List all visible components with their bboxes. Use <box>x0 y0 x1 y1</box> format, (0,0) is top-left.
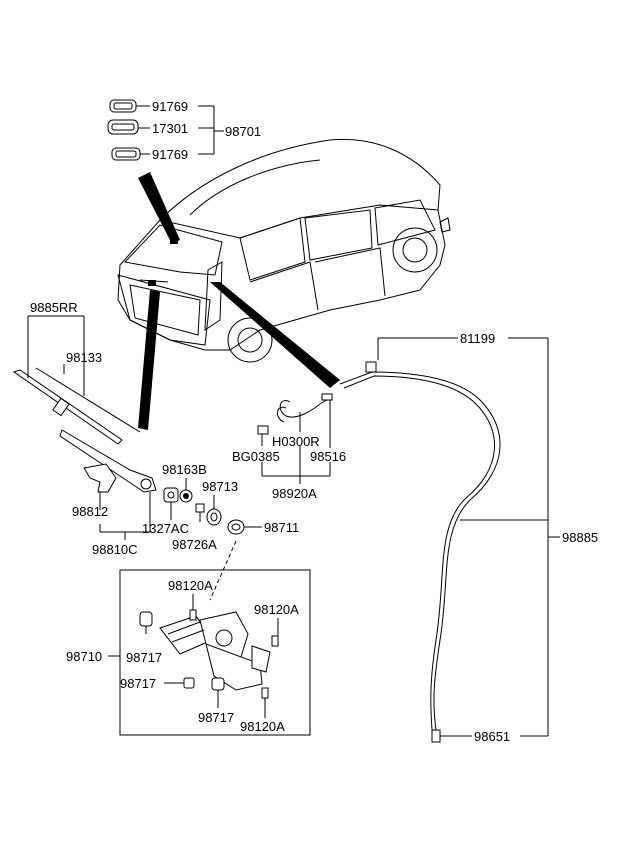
nozzle-parts <box>107 99 141 161</box>
label-98651: 98651 <box>474 729 510 744</box>
label-98133: 98133 <box>66 350 102 365</box>
label-98717-c: 98717 <box>198 710 234 725</box>
wiper-motor-assembly <box>139 609 279 699</box>
label-81199: 81199 <box>460 331 495 346</box>
nut-and-washer-parts <box>163 487 245 535</box>
label-98726a: 98726A <box>172 537 217 552</box>
label-98120a-bottom: 98120A <box>240 719 285 734</box>
label-98701: 98701 <box>225 124 261 139</box>
wiper-blade-and-arm <box>12 367 157 493</box>
callout-wedges <box>138 172 340 430</box>
label-98812: 98812 <box>72 504 108 519</box>
label-98120a-right: 98120A <box>254 602 299 617</box>
washer-hose <box>257 361 501 743</box>
label-98717-a: 98717 <box>126 650 162 665</box>
label-9885rr: 9885RR <box>30 300 78 315</box>
label-98516: 98516 <box>310 449 346 464</box>
label-h0300r: H0300R <box>272 434 320 449</box>
label-91769-bottom: 91769 <box>152 147 188 162</box>
label-98920a: 98920A <box>272 486 317 501</box>
label-98120a-top: 98120A <box>168 578 213 593</box>
wiper-leader-lines <box>27 315 151 540</box>
wiper-motor-box <box>108 540 311 736</box>
label-1327ac: 1327AC <box>142 521 189 536</box>
label-98717-b: 98717 <box>120 676 156 691</box>
label-98163b: 98163B <box>162 462 207 477</box>
hose-leader-lines <box>261 337 560 737</box>
label-17301: 17301 <box>152 121 188 136</box>
label-98713: 98713 <box>202 479 238 494</box>
hatchback-car-illustration <box>117 138 451 363</box>
label-bg0385: BG0385 <box>232 449 280 464</box>
motor-leader-lines <box>145 594 279 718</box>
nut-leader-lines <box>170 478 262 528</box>
label-98711: 98711 <box>264 520 299 535</box>
label-91769-top: 91769 <box>152 99 188 114</box>
nozzle-leader-lines <box>136 105 224 155</box>
label-98710: 98710 <box>66 649 102 664</box>
label-98885: 98885 <box>562 530 598 545</box>
label-98810c: 98810C <box>92 542 138 557</box>
